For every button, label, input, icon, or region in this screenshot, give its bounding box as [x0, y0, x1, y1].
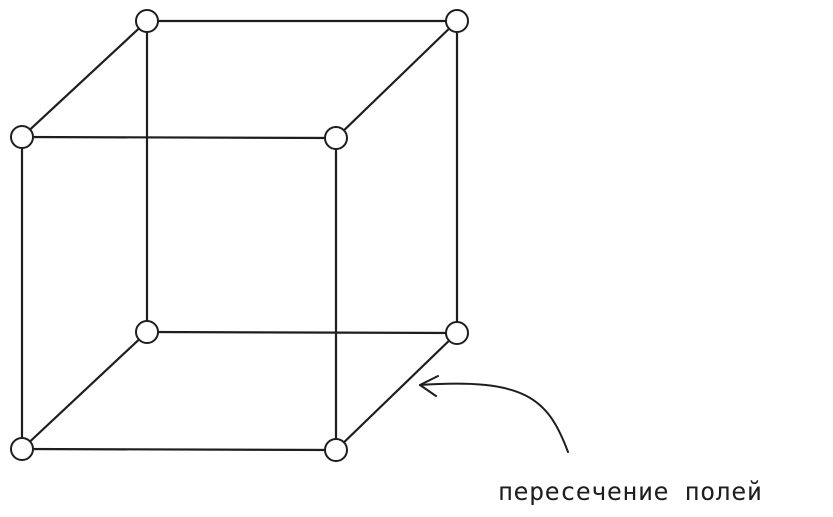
edge-front-bottom-left-to-back-bottom-left: [20, 330, 149, 451]
vertex-back-top-right: [445, 9, 469, 33]
edge-front-bottom-right-to-front-bottom-left: [20, 447, 338, 452]
edge-front-bottom-right-to-back-bottom-right: [334, 331, 459, 452]
vertex-front-top-right: [324, 126, 348, 150]
edge-front-top-left-to-front-top-right: [20, 135, 338, 140]
vertex-front-bottom-right: [324, 438, 348, 462]
cube-edges: [20, 19, 459, 452]
vertex-back-bottom-right: [445, 321, 469, 345]
edge-front-top-right-to-back-top-right: [334, 19, 459, 140]
vertex-front-top-left: [10, 125, 34, 149]
vertex-back-top-left: [135, 9, 159, 33]
vertex-front-bottom-left: [10, 437, 34, 461]
cube-vertices: [10, 9, 469, 462]
edge-back-bottom-right-to-back-bottom-left: [145, 330, 459, 335]
annotation-arrow: [419, 382, 569, 453]
annotation-arrowhead: [419, 375, 439, 397]
annotation-label: пересечение полей: [498, 477, 762, 506]
vertex-back-bottom-left: [135, 320, 159, 344]
edge-front-top-left-to-back-top-left: [20, 19, 149, 139]
